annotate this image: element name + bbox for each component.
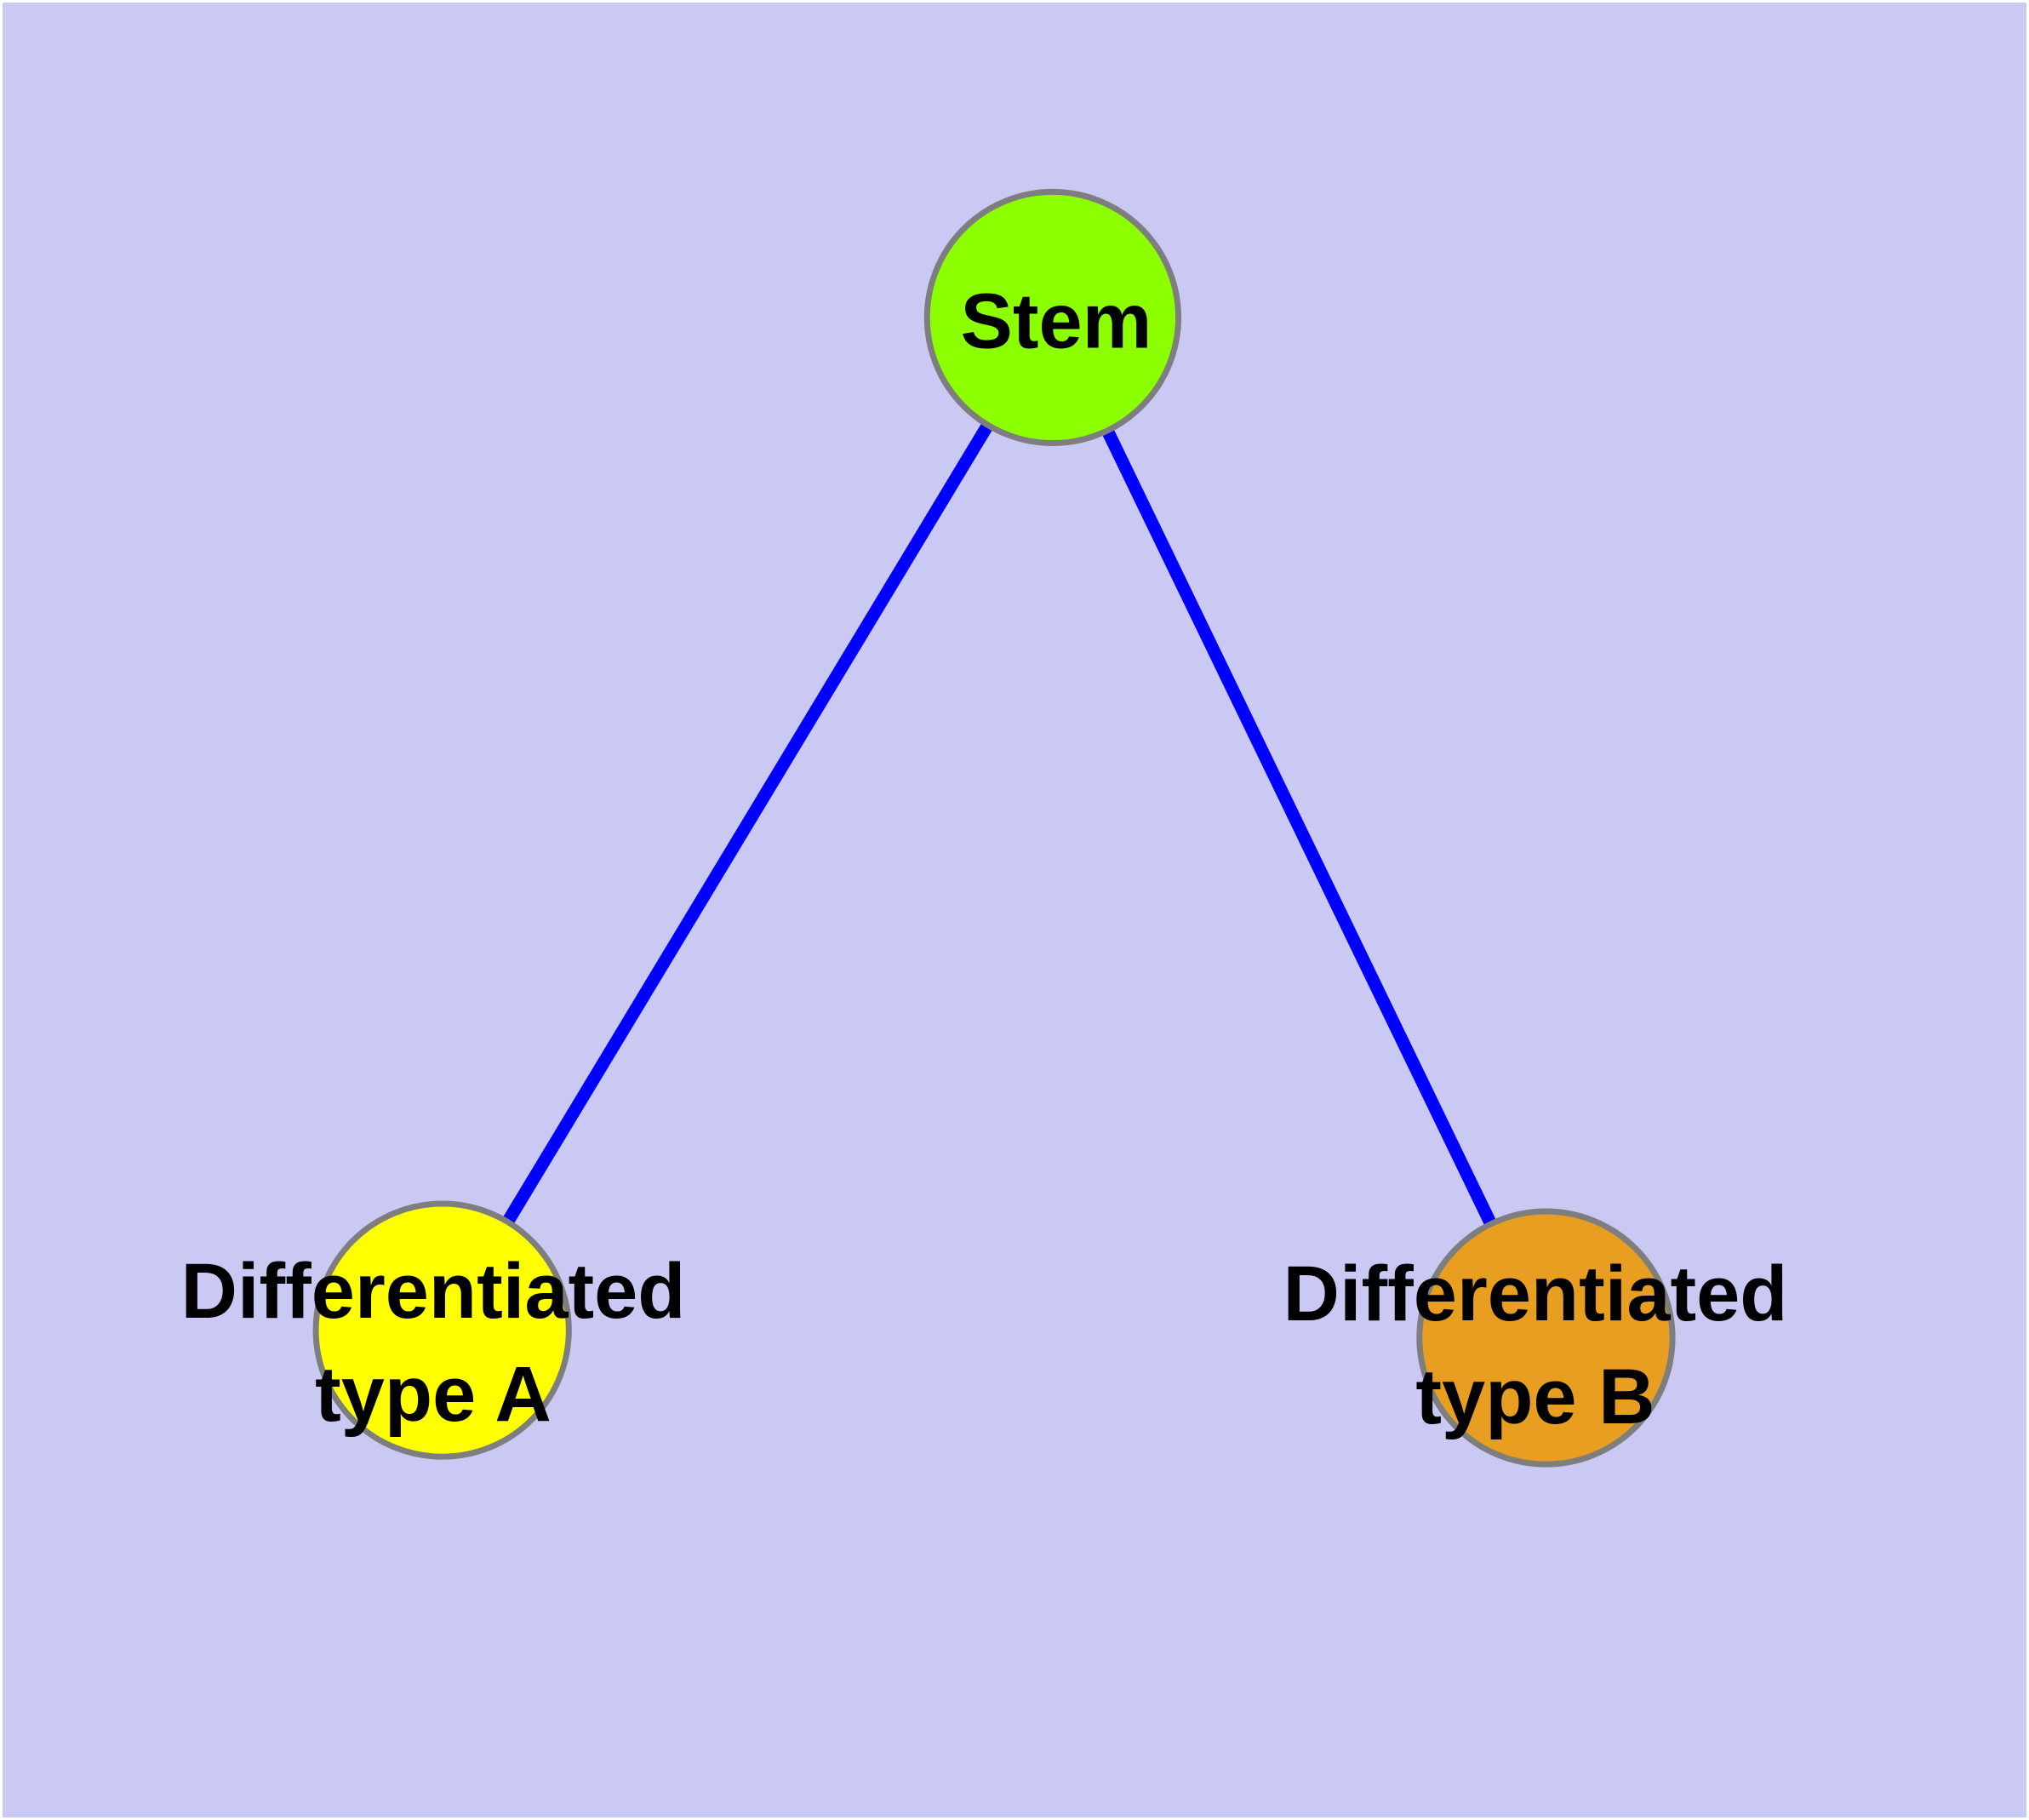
- node-differentiated-type-b: [1416, 1208, 1676, 1468]
- node-differentiated-type-a: [312, 1200, 572, 1460]
- graph-svg: [3, 3, 2026, 1817]
- edge-stem-to-type-a: [437, 314, 1059, 1334]
- edge-stem-to-type-b: [1047, 314, 1552, 1341]
- node-stem: [923, 188, 1182, 447]
